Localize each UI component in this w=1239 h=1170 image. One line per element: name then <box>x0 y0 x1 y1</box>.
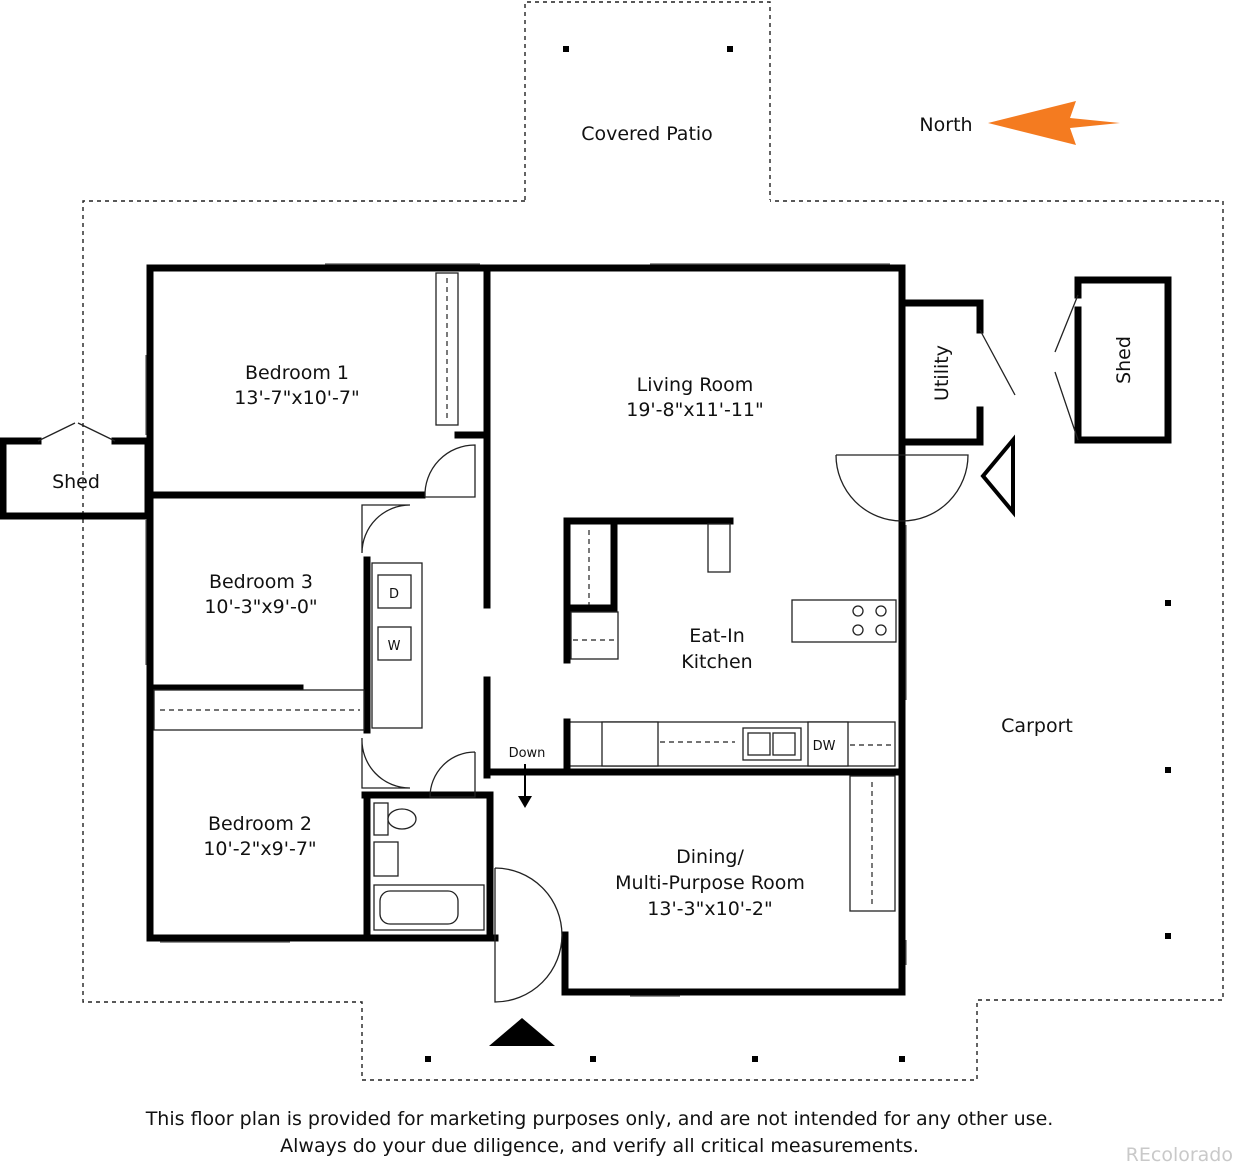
shed-right: Shed <box>1054 276 1172 444</box>
dining-line1: Dining/ <box>676 846 744 868</box>
washer-label: W <box>388 639 401 654</box>
dining-dims: 13'-3"x10'-2" <box>647 898 772 920</box>
kitchen-line2: Kitchen <box>681 651 752 673</box>
bedroom2-name: Bedroom 2 <box>208 813 312 835</box>
disclaimer-line2: Always do your due diligence, and verify… <box>280 1135 919 1157</box>
utility-room: Utility <box>898 299 1016 446</box>
closets <box>153 272 896 912</box>
entry-arrow-side <box>980 434 1015 518</box>
kitchen-fixtures: DW <box>563 517 897 774</box>
bathroom <box>373 802 485 931</box>
carport-posts <box>425 600 1171 1062</box>
bedroom3-name: Bedroom 3 <box>209 571 313 593</box>
dining-line2: Multi-Purpose Room <box>615 872 805 894</box>
shed-left-label: Shed <box>52 471 100 493</box>
disclaimer-line1: This floor plan is provided for marketin… <box>145 1108 1054 1130</box>
north-arrow-icon <box>988 101 1120 145</box>
dryer-label: D <box>389 587 399 602</box>
living-room-name: Living Room <box>637 374 754 396</box>
shed-left: Shed <box>0 422 152 520</box>
north-arrow: North <box>919 101 1120 145</box>
door-swings <box>361 444 969 1003</box>
laundry: D W <box>371 562 423 729</box>
kitchen-line1: Eat-In <box>689 625 745 647</box>
north-label: North <box>919 114 972 136</box>
brand-watermark: REcolorado <box>1125 1144 1233 1166</box>
stairs-down: Down <box>509 746 546 808</box>
down-label: Down <box>509 746 546 761</box>
bedroom1-name: Bedroom 1 <box>245 362 349 384</box>
carport-label: Carport <box>1001 715 1073 737</box>
bedroom3-dims: 10'-3"x9'-0" <box>204 596 317 618</box>
covered-patio-label: Covered Patio <box>581 123 713 145</box>
windows <box>145 263 907 997</box>
shed-right-label: Shed <box>1113 336 1135 384</box>
entry-arrow-front <box>489 1018 555 1046</box>
bedroom1-dims: 13'-7"x10'-7" <box>234 387 359 409</box>
utility-label: Utility <box>931 345 953 401</box>
living-room-dims: 19'-8"x11'-11" <box>626 399 764 421</box>
patio-posts <box>563 46 733 52</box>
bedroom2-dims: 10'-2"x9'-7" <box>203 838 316 860</box>
exterior-outline <box>82 1 1224 1081</box>
dishwasher-label: DW <box>813 739 836 754</box>
exterior-walls <box>146 264 906 996</box>
